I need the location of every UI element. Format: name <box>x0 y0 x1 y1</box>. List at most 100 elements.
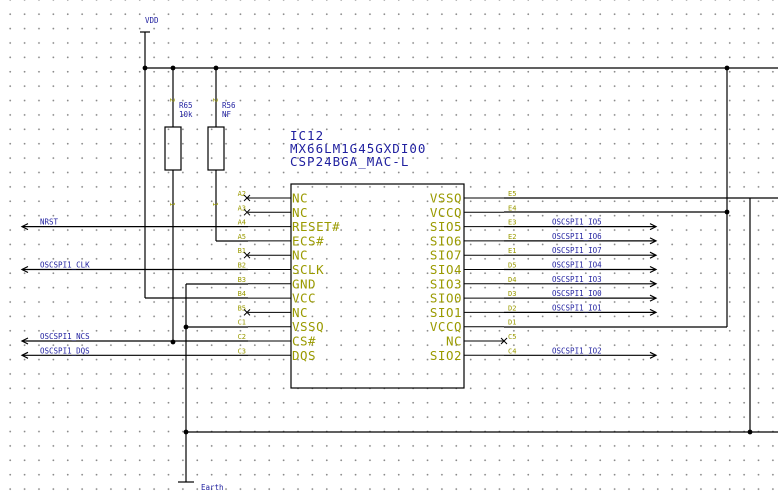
net-label-oscspi1-ncs: OSCSPI1_NCS <box>40 332 90 341</box>
resistors: R65 10k R56 NF 2 1 2 1 <box>164 98 236 206</box>
net-label-oscspi1-io6: OSCSPI1_IO6 <box>552 232 602 241</box>
r56-pin-top: 2 <box>211 98 219 102</box>
no-connect-mark <box>243 194 251 202</box>
net-arrow-icon <box>649 265 658 274</box>
pin-name-d5: SIO4 <box>430 262 462 277</box>
pin-name-c3: DQS <box>292 348 316 363</box>
pin-number-c3: C3 <box>238 347 246 355</box>
r56-refdes: R56 <box>222 101 236 110</box>
net-wires: NRST OSCSPI1_CLK OSCSPI1_NCS OSCSPI1_DQS OSC… <box>20 218 658 359</box>
pin-name-e2: SIO6 <box>430 233 462 248</box>
pin-number-b5: B5 <box>238 304 246 312</box>
junction-dot <box>170 339 176 345</box>
pin-name-a4: RESET# <box>292 219 340 234</box>
net-label-oscspi1-io0: OSCSPI1_IO0 <box>552 289 602 298</box>
net-arrow-icon <box>20 337 29 345</box>
net-label-oscspi1-io3: OSCSPI1_IO3 <box>552 275 602 284</box>
net-label-oscspi1-io4: OSCSPI1_IO4 <box>552 261 602 270</box>
pin-name-c1: VSSQ <box>292 319 324 334</box>
no-connect-mark <box>243 208 251 216</box>
net-arrow-icon <box>649 351 658 359</box>
pin-number-c2: C2 <box>238 333 246 341</box>
net-label-oscspi1-io7: OSCSPI1_IO7 <box>552 246 602 255</box>
pin-number-e1: E1 <box>508 247 516 255</box>
pin-number-e5: E5 <box>508 190 516 198</box>
r65-refdes: R65 <box>179 101 193 110</box>
pin-number-d2: D2 <box>508 304 516 312</box>
pin-number-e2: E2 <box>508 233 516 241</box>
pin-name-e3: SIO5 <box>430 219 462 234</box>
r56-pin-bottom: 1 <box>211 202 219 206</box>
pin-number-a3: A3 <box>238 204 246 212</box>
pin-number-b3: B3 <box>238 276 246 284</box>
net-arrow-icon <box>649 280 658 288</box>
resistor-r56[interactable] <box>207 126 225 171</box>
junction-dot <box>747 429 753 435</box>
pin-name-a2: NC <box>292 191 308 206</box>
pin-name-b1: NC <box>292 248 308 263</box>
pin-number-d4: D4 <box>508 276 516 284</box>
junction-dot <box>183 324 189 330</box>
pin-name-d1: VCCQ <box>430 319 462 334</box>
pin-name-d4: SIO3 <box>430 276 462 291</box>
net-arrow-icon <box>20 223 29 231</box>
pin-name-d3: SIO0 <box>430 291 462 306</box>
r65-pin-top: 2 <box>168 98 176 102</box>
earth-label: Earth <box>201 483 224 492</box>
junction-dot <box>170 65 176 71</box>
r65-pin-bottom: 1 <box>168 202 176 206</box>
pin-name-a5: ECS# <box>292 233 324 248</box>
pin-number-c4: C4 <box>508 347 516 355</box>
right-pins: E5VSSQE4VCCQE3SIO5E2SIO6E1SIO7D5SIO4D4SI… <box>430 190 517 363</box>
no-connect-mark <box>500 337 508 345</box>
junction-dot <box>724 65 730 71</box>
no-connect-mark <box>243 251 251 259</box>
pin-number-d1: D1 <box>508 319 516 327</box>
net-label-oscspi1-io5: OSCSPI1_IO5 <box>552 218 602 227</box>
ic-part-number: MX66LM1G45GXDI00 <box>290 141 426 156</box>
pin-name-b2: SCLK <box>292 262 324 277</box>
net-label-oscspi1-dqs: OSCSPI1_DQS <box>40 346 90 355</box>
net-arrow-icon <box>20 265 29 274</box>
junction-dot <box>142 65 148 71</box>
net-arrow-icon <box>649 251 658 259</box>
no-connect-mark <box>243 309 251 316</box>
net-arrow-icon <box>649 294 658 302</box>
pin-name-e4: VCCQ <box>430 205 462 220</box>
ic12-body[interactable] <box>290 183 465 389</box>
net-label-nrst: NRST <box>40 218 59 227</box>
pin-number-c1: C1 <box>238 319 246 327</box>
net-arrow-icon <box>649 223 658 231</box>
net-label-oscspi1-clk: OSCSPI1_CLK <box>40 261 90 270</box>
pin-name-e1: SIO7 <box>430 248 462 263</box>
junction-dot <box>724 209 730 215</box>
resistor-r65[interactable] <box>164 126 182 171</box>
pin-name-c2: CS# <box>292 334 316 349</box>
ic-refdes: IC12 <box>290 128 324 143</box>
pin-number-d5: D5 <box>508 262 516 270</box>
pin-name-c4: SIO2 <box>430 348 462 363</box>
net-arrow-icon <box>649 237 658 245</box>
pin-number-c5: C5 <box>508 333 516 341</box>
pin-number-a4: A4 <box>238 219 246 227</box>
pin-number-d3: D3 <box>508 290 516 298</box>
pin-name-b5: NC <box>292 305 308 320</box>
pin-number-e4: E4 <box>508 204 516 212</box>
pin-name-a3: NC <box>292 205 308 220</box>
wires <box>140 31 778 483</box>
ic-package: CSP24BGA_MAC-L <box>290 154 409 169</box>
net-label-oscspi1-io1: OSCSPI1_IO1 <box>552 303 602 312</box>
pin-number-a5: A5 <box>238 233 246 241</box>
pin-name-e5: VSSQ <box>430 191 462 206</box>
pin-name-d2: SIO1 <box>430 305 462 320</box>
net-label-oscspi1-io2: OSCSPI1_IO2 <box>552 346 602 355</box>
r56-value: NF <box>222 110 232 119</box>
r65-value: 10k <box>179 110 193 119</box>
pin-number-b1: B1 <box>238 247 246 255</box>
pin-name-b3: GND <box>292 276 316 291</box>
pin-number-e3: E3 <box>508 219 516 227</box>
junction-dot <box>213 65 219 71</box>
pin-name-c5: NC <box>446 334 462 349</box>
net-arrow-icon <box>649 308 658 316</box>
